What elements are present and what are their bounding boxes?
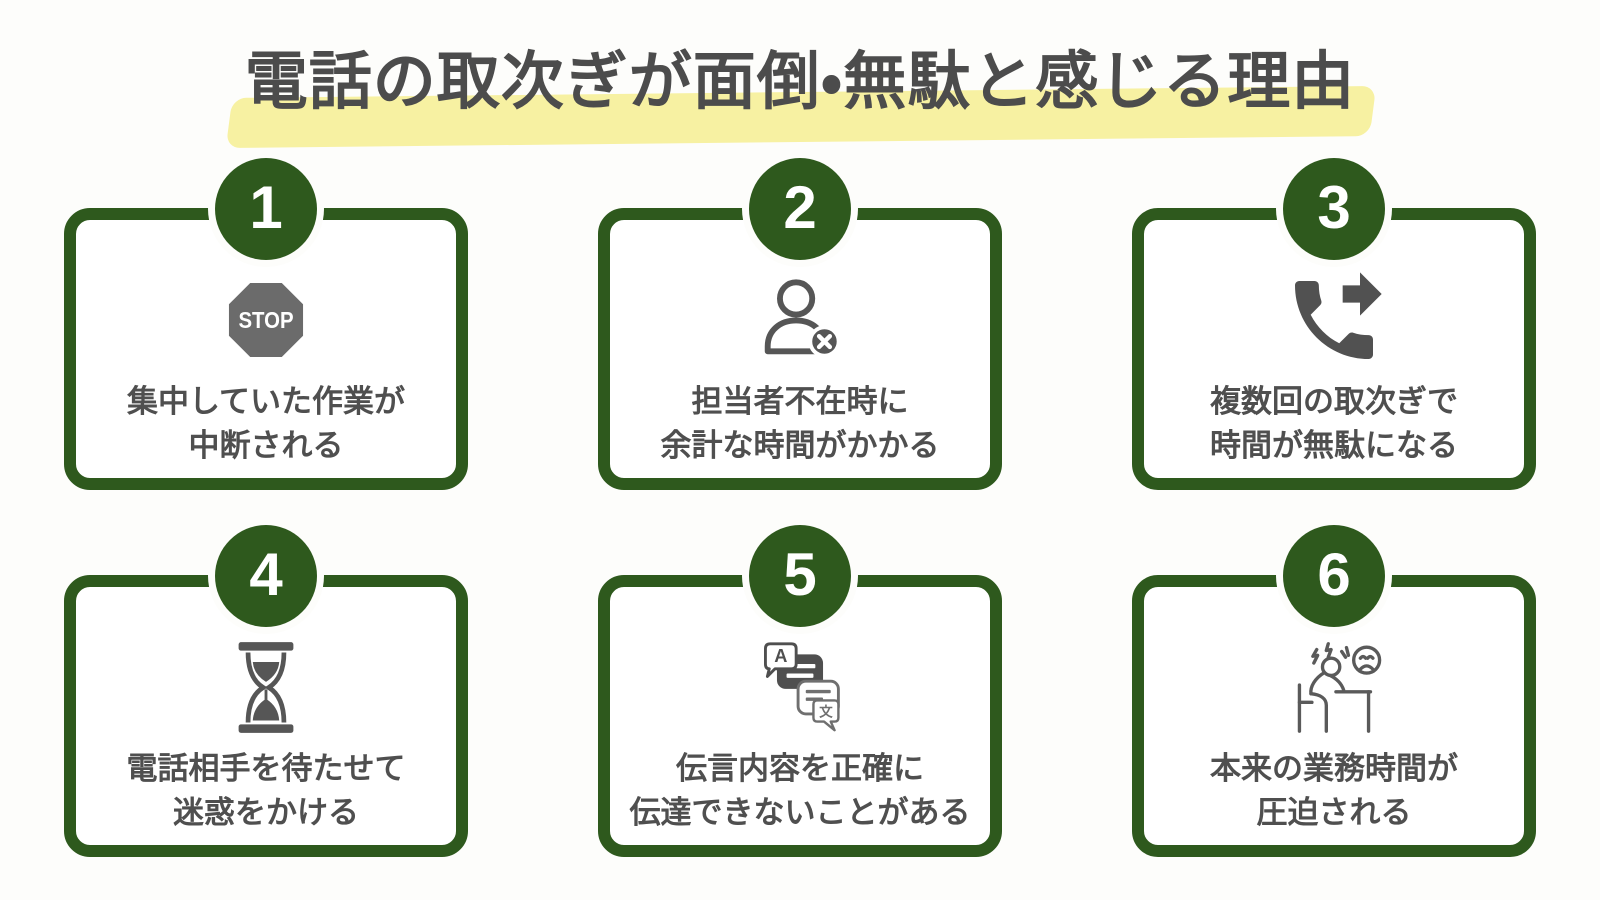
card-text-line-1: 電話相手を待たせて xyxy=(126,751,406,786)
card-text: 複数回の取次ぎで 時間が無駄になる xyxy=(1210,380,1458,468)
number-badge: 4 xyxy=(215,525,317,627)
call-transfer-icon xyxy=(1295,272,1382,359)
number-badge: 3 xyxy=(1283,158,1385,260)
icon-box: A 文 xyxy=(752,631,848,743)
card-text-line-1: 伝言内容を正確に xyxy=(676,751,924,786)
card-content: 電話相手を待たせて 迷惑をかける xyxy=(76,587,456,845)
reason-card-5: 5 A 文 伝言内容を正確に 伝達できないことがある xyxy=(598,525,1002,857)
title-bar: 電話の取次ぎが面倒・無駄と感じる理由 xyxy=(0,46,1600,149)
translate-back-letter: A xyxy=(774,645,787,666)
number-badge: 1 xyxy=(215,158,317,260)
card-text: 伝言内容を正確に 伝達できないことがある xyxy=(630,747,971,835)
card-text: 集中していた作業が 中断される xyxy=(127,380,405,468)
message-relay-icon: A 文 xyxy=(764,642,840,732)
number-badge: 6 xyxy=(1283,525,1385,627)
card-text: 本来の業務時間が 圧迫される xyxy=(1210,747,1458,835)
stop-sign-label: STOP xyxy=(238,307,293,333)
card-text-line-2: 余計な時間がかかる xyxy=(660,428,940,464)
hourglass-icon xyxy=(238,641,294,733)
card-content: STOP 集中していた作業が 中断される xyxy=(76,220,456,478)
icon-box xyxy=(1282,264,1386,376)
card-text: 電話相手を待たせて 迷惑をかける xyxy=(127,747,406,835)
reason-card-1: 1 STOP 集中していた作業が 中断される xyxy=(64,158,468,490)
stressed-worker-icon xyxy=(1297,642,1382,733)
card-text: 担当者不在時に 余計な時間がかかる xyxy=(661,380,940,468)
stop-sign-icon: STOP xyxy=(228,282,304,358)
number-badge: 5 xyxy=(749,525,851,627)
card-content: 担当者不在時に 余計な時間がかかる xyxy=(610,220,990,478)
icon-box xyxy=(1280,631,1388,743)
translate-front-letter: 文 xyxy=(819,703,833,719)
card-text-line-2: 伝達できないことがある xyxy=(629,795,971,831)
card-text-line-1: 担当者不在時に xyxy=(691,384,909,419)
icon-box: STOP xyxy=(228,264,304,376)
title-wrap: 電話の取次ぎが面倒・無駄と感じる理由 xyxy=(225,46,1377,149)
icon-box xyxy=(232,631,300,743)
card-content: 複数回の取次ぎで 時間が無駄になる xyxy=(1144,220,1524,478)
reason-card-6: 6 本来の業務時間が 圧 xyxy=(1132,525,1536,857)
card-content: A 文 伝言内容を正確に 伝達できないことがある xyxy=(610,587,990,845)
card-content: 本来の業務時間が 圧迫される xyxy=(1144,587,1524,845)
card-text-line-2: 時間が無駄になる xyxy=(1210,428,1458,464)
card-text-line-2: 中断される xyxy=(188,428,344,464)
page-title: 電話の取次ぎが面倒・無駄と感じる理由 xyxy=(244,47,1356,117)
card-text-line-1: 本来の業務時間が xyxy=(1210,751,1458,786)
card-text-line-1: 複数回の取次ぎで xyxy=(1210,384,1458,419)
number-badge: 2 xyxy=(749,158,851,260)
card-text-line-2: 圧迫される xyxy=(1256,795,1412,831)
reason-card-2: 2 担当者不在時に 余計な時間がかかる xyxy=(598,158,1002,490)
card-text-line-1: 集中していた作業が xyxy=(126,384,406,419)
reason-card-4: 4 電話相手を待たせて 迷惑をかける xyxy=(64,525,468,857)
absent-person-icon xyxy=(764,279,841,358)
card-text-line-2: 迷惑をかける xyxy=(173,795,359,831)
icon-box xyxy=(753,264,847,376)
reason-card-3: 3 複数回の取次ぎで 時間が無駄になる xyxy=(1132,158,1536,490)
